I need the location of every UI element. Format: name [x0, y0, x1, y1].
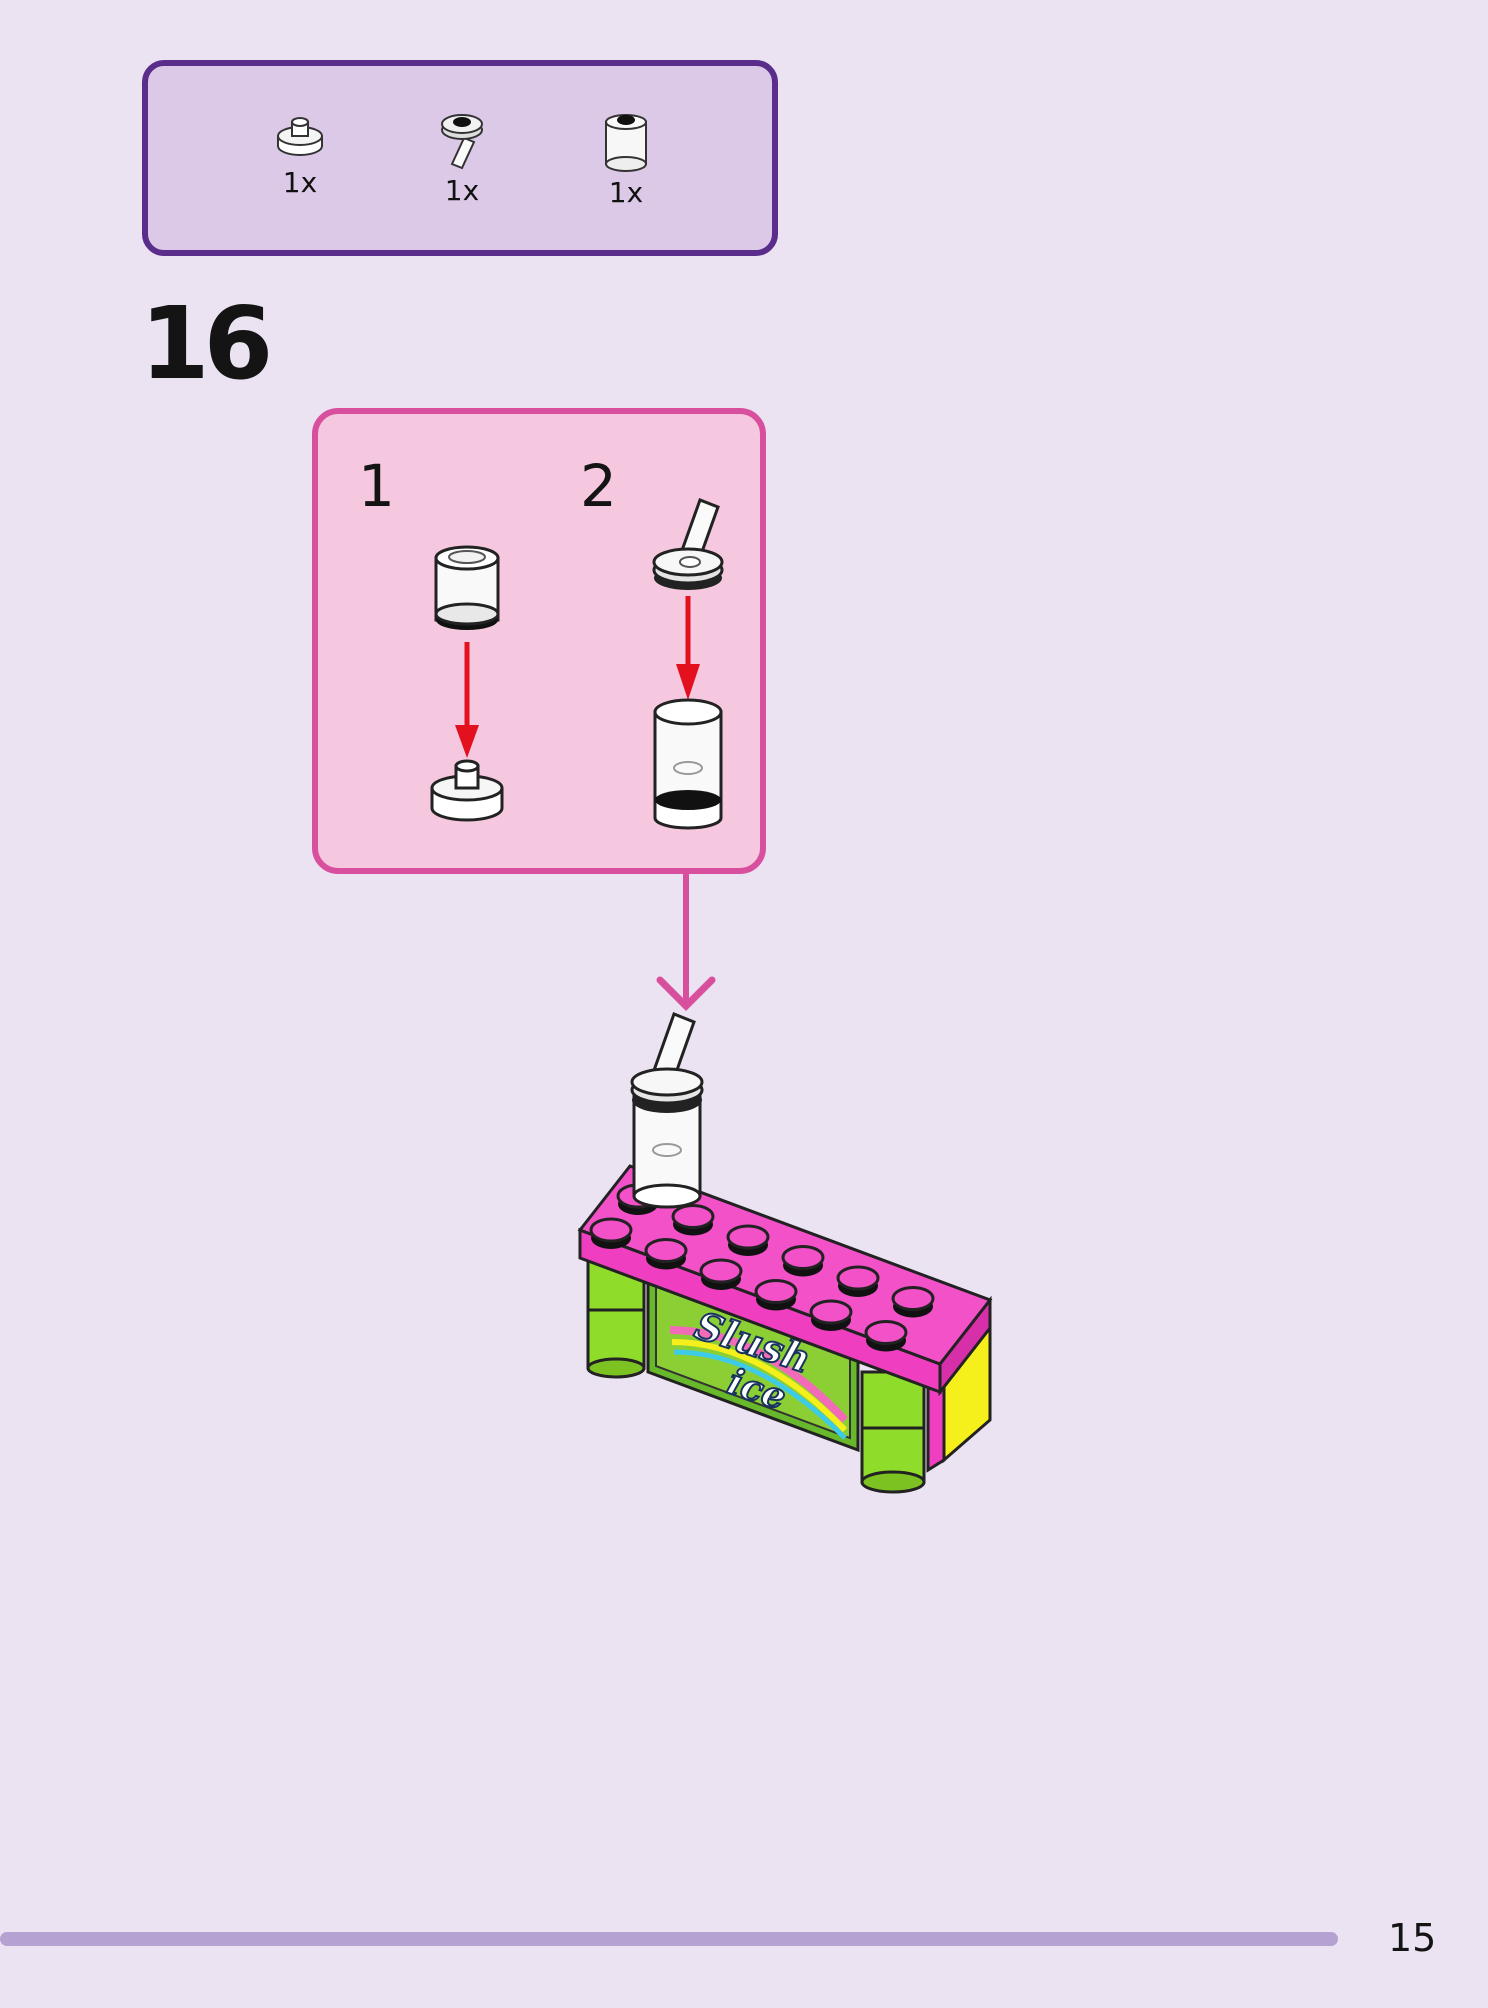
down-arrow-head [455, 725, 479, 758]
cup-lid-with-straw-icon [441, 114, 483, 170]
sub-step-label: 1 [358, 452, 395, 520]
down-arrow-head [676, 664, 700, 700]
part-qty: 1x [282, 166, 318, 199]
round-plate-with-bar-holder-icon [277, 117, 323, 156]
slush-ice-stand-model: Slush ice [577, 1164, 993, 1494]
brick-stud [781, 1245, 825, 1277]
sub-step-label: 2 [580, 452, 617, 520]
part-item: 1x [422, 108, 502, 207]
page-number: 15 [1388, 1916, 1437, 1960]
brick-stud [644, 1238, 688, 1270]
brick-stud [864, 1320, 908, 1352]
page-progress-bar [0, 1932, 1338, 1946]
round-brick-part-icon [434, 545, 500, 630]
brick-stud [726, 1224, 770, 1256]
part-qty: 1x [444, 174, 480, 207]
brick-stud [836, 1265, 880, 1297]
part-qty: 1x [608, 176, 644, 209]
brick-stud [589, 1217, 633, 1249]
slush-cup-model [630, 1012, 704, 1209]
part-item: 1x [586, 108, 666, 209]
brick-studs [589, 1183, 935, 1352]
brick-stud [809, 1299, 853, 1331]
transparent-round-brick-icon [605, 114, 647, 172]
brick-stud [754, 1279, 798, 1311]
brick-assembly-part-icon [653, 698, 723, 830]
round-plate-part-icon [430, 759, 504, 822]
brick-stud [671, 1204, 715, 1236]
parts-callout: 1x 1x 1x [142, 60, 778, 256]
brick-stud [891, 1286, 935, 1318]
step-number: 16 [140, 285, 273, 402]
callout-arrow-head [656, 976, 716, 1011]
cup-lid-straw-part-icon [652, 498, 724, 590]
part-item: 1x [260, 108, 340, 199]
brick-stud [699, 1258, 743, 1290]
